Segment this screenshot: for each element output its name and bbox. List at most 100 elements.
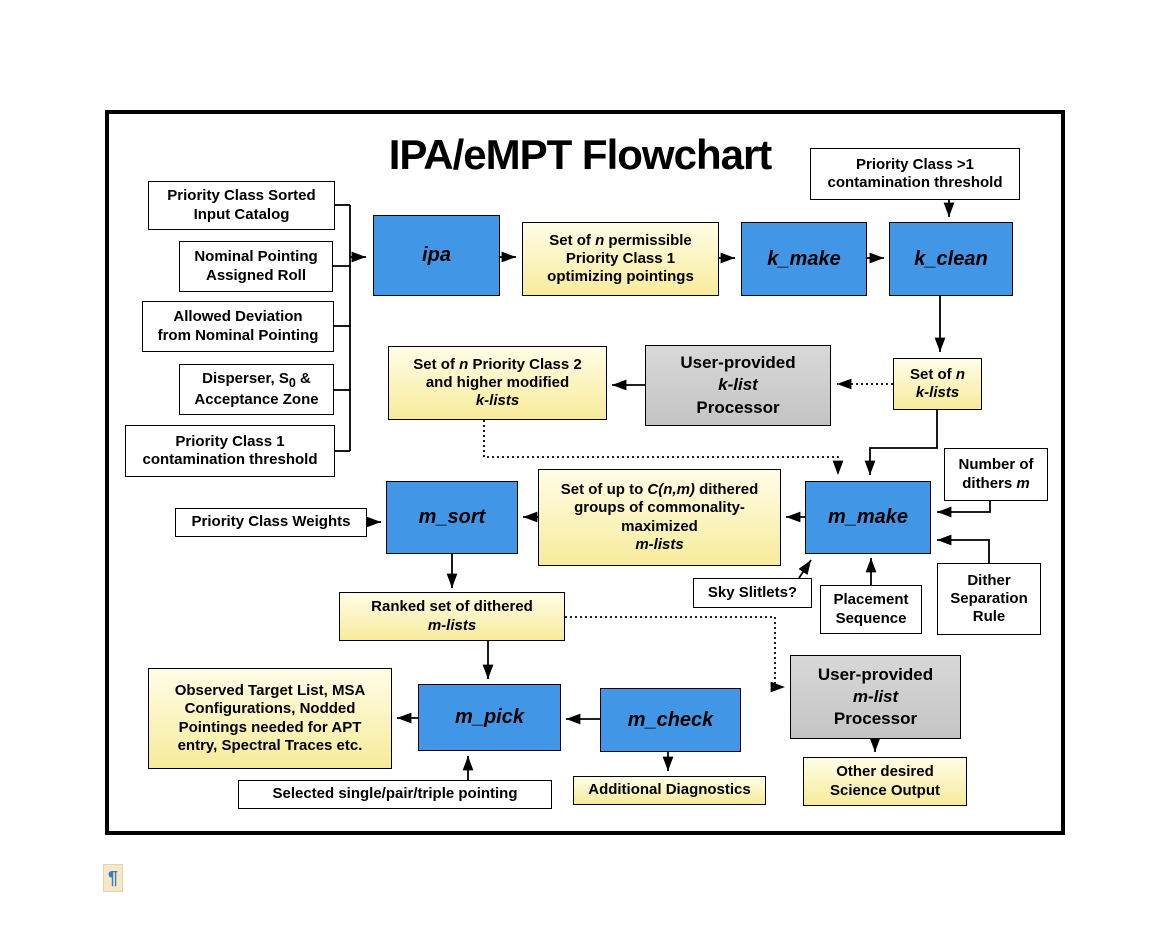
box-modified-k-lists: Set of n Priority Class 2 and higher mod… (388, 346, 607, 420)
text: Disperser, S (202, 369, 289, 387)
line: Priority Class Sorted (167, 187, 316, 205)
box-sky-slitlets: Sky Slitlets? (693, 578, 812, 608)
line: k-list (718, 374, 758, 396)
text: Set of (909, 365, 956, 383)
line: Additional Diagnostics (588, 781, 751, 799)
line: contamination threshold (142, 451, 318, 468)
line: Set of n (910, 366, 965, 384)
box-ranked-m-lists: Ranked set of dithered m-lists (339, 592, 565, 641)
box-allowed-deviation: Allowed Deviation from Nominal Pointing (142, 301, 334, 352)
line: Set of up to C(n,m) dithered (561, 481, 759, 499)
box-m-sort: m_sort (386, 481, 518, 554)
line: k-lists (476, 392, 519, 410)
line: m-list (853, 686, 898, 708)
text-italic: k-lists (915, 384, 960, 401)
line: Set of n permissible (549, 232, 692, 250)
diagram-title: IPA/eMPT Flowchart (388, 131, 773, 178)
line: Sequence (835, 609, 907, 627)
text-italic: m-lists (635, 535, 684, 553)
text: Set of up to (560, 480, 648, 498)
text: & (295, 369, 311, 387)
line: Processor (833, 709, 918, 729)
line: Priority Class 1 (565, 249, 676, 267)
box-other-science-output: Other desired Science Output (803, 757, 967, 806)
text: permissible (604, 231, 692, 249)
process-label: m_make (827, 506, 909, 529)
box-disperser: Disperser, S0 & Acceptance Zone (179, 364, 334, 415)
line: Separation (950, 589, 1028, 607)
line: Dither (967, 571, 1011, 589)
line: Placement (833, 591, 909, 609)
box-ipa: ipa (373, 215, 500, 296)
line: Number of (958, 456, 1034, 474)
line: Rule (972, 608, 1006, 626)
text-italic: m-lists (427, 616, 477, 634)
line: entry, Spectral Traces etc. (177, 736, 363, 754)
box-k-make: k_make (741, 222, 867, 296)
line: Assigned Roll (205, 266, 306, 284)
line: Science Output (829, 781, 941, 799)
line: Ranked set of dithered (371, 598, 533, 616)
line: Disperser, S0 & (202, 370, 311, 391)
box-cnm-dithered-groups: Set of up to C(n,m) dithered groups of c… (538, 469, 781, 566)
text: dithers (962, 474, 1017, 492)
line: groups of commonality- (574, 499, 745, 517)
line: Priority Class 1 (175, 432, 285, 450)
line: dithers m (962, 475, 1030, 493)
box-k-clean: k_clean (889, 222, 1013, 296)
subscript: 0 (288, 375, 296, 390)
line: Processor (696, 397, 780, 417)
line: Priority Class Weights (191, 513, 351, 531)
process-label: m_sort (418, 506, 486, 529)
box-additional-diagnostics: Additional Diagnostics (573, 776, 766, 805)
text-italic: C(n,m) (647, 480, 695, 498)
text-italic: n (595, 231, 605, 249)
line: m-lists (635, 536, 683, 554)
line: Observed Target List, MSA (174, 681, 366, 699)
box-observed-target-list: Observed Target List, MSA Configurations… (148, 668, 392, 769)
text: Set of (549, 231, 596, 249)
box-priority-class-weights: Priority Class Weights (175, 508, 367, 537)
box-input-catalog: Priority Class Sorted Input Catalog (148, 181, 335, 230)
line: Pointings needed for APT (178, 718, 362, 736)
line: User-provided (680, 353, 796, 373)
text-italic: k-list (718, 375, 758, 395)
line: Allowed Deviation (173, 308, 303, 326)
line: Sky Slitlets? (707, 583, 798, 601)
process-label: k_make (767, 247, 841, 270)
text-italic: m (1016, 474, 1030, 492)
box-nominal-pointing: Nominal Pointing Assigned Roll (179, 241, 333, 292)
box-m-make: m_make (805, 481, 931, 554)
line: contamination threshold (827, 174, 1003, 191)
line: maximized (621, 517, 698, 535)
process-label: m_check (627, 708, 714, 731)
process-label: ipa (422, 244, 451, 267)
box-m-check: m_check (600, 688, 741, 752)
line: Other desired (836, 763, 934, 781)
pilcrow-icon: ¶ (103, 864, 123, 892)
text-italic: n (459, 355, 469, 373)
text-italic: k-lists (475, 392, 520, 410)
box-priority-gt1-threshold: Priority Class >1 contamination threshol… (810, 148, 1020, 200)
text-italic: m-list (852, 686, 899, 706)
line: Acceptance Zone (194, 390, 319, 408)
line: k-lists (916, 384, 959, 402)
process-label: k_clean (914, 247, 988, 270)
line: Selected single/pair/triple pointing (272, 785, 518, 803)
text: Priority Class 2 (468, 355, 582, 373)
box-priority1-threshold: Priority Class 1 contamination threshold (125, 425, 335, 477)
box-number-of-dithers: Number of dithers m (944, 448, 1048, 501)
line: Nominal Pointing (194, 248, 318, 266)
line: from Nominal Pointing (157, 326, 319, 344)
text-italic: n (955, 365, 965, 383)
line: optimizing pointings (547, 268, 694, 286)
box-placement-sequence: Placement Sequence (820, 585, 922, 634)
line: m-lists (428, 617, 476, 635)
line: User-provided (817, 664, 934, 684)
text: Set of (413, 355, 460, 373)
box-dither-separation-rule: Dither Separation Rule (937, 563, 1041, 635)
box-selected-pointing: Selected single/pair/triple pointing (238, 780, 552, 809)
box-permissible-pointings: Set of n permissible Priority Class 1 op… (522, 222, 719, 296)
box-set-of-n-k-lists: Set of n k-lists (893, 358, 982, 410)
line: Priority Class >1 (856, 155, 974, 173)
